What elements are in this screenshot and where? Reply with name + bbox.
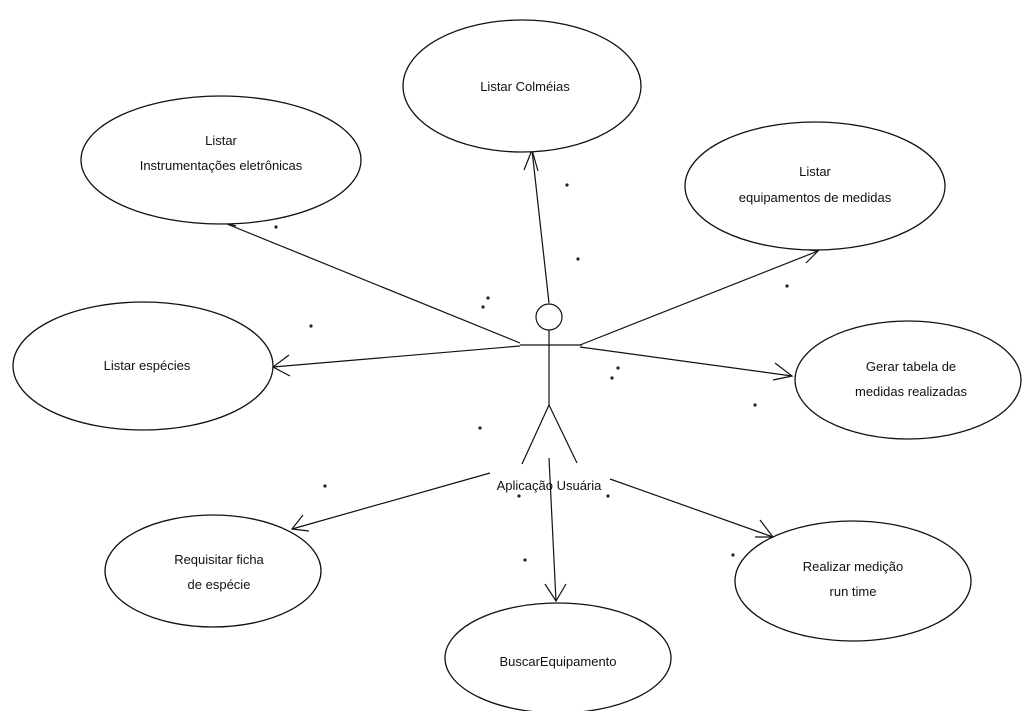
use-case-label-line-2: run time (830, 584, 877, 599)
association-listar-colmeias (523, 148, 550, 304)
use-case-label-line-1: Realizar medição (803, 559, 903, 574)
actor-left-leg (521, 404, 550, 465)
use-case-label-line-1: Gerar tabela de (866, 359, 956, 374)
actor-right-leg (548, 404, 578, 464)
use-case-label: Listar Colméias (480, 79, 570, 94)
use-case-label-line-1: Listar (205, 133, 237, 148)
actor-figure (520, 303, 582, 465)
use-case-label: BuscarEquipamento (499, 654, 616, 669)
association-gerar-tabela (579, 346, 794, 381)
use-case-requisitar-ficha[interactable]: Requisitar ficha de espécie (104, 514, 322, 628)
association-buscar-equipamento (544, 457, 567, 603)
use-case-gerar-tabela[interactable]: Gerar tabela de medidas realizadas (794, 320, 1022, 440)
use-case-realizar-medicao[interactable]: Realizar medição run time (734, 520, 972, 642)
use-case-label-line-2: equipamentos de medidas (739, 190, 892, 205)
use-case-label-line-1: Listar (799, 164, 831, 179)
use-case-buscar-equipamento[interactable]: BuscarEquipamento (444, 602, 672, 711)
use-case-label-line-2: medidas realizadas (855, 384, 968, 399)
use-case-label-line-2: de espécie (188, 577, 251, 592)
use-case-listar-especies[interactable]: Listar espécies (12, 301, 274, 431)
use-case-label-line-2: Instrumentações eletrônicas (140, 158, 303, 173)
use-case-listar-instrumentacoes[interactable]: Listar Instrumentações eletrônicas (80, 95, 362, 225)
use-case-listar-equipamentos[interactable]: Listar equipamentos de medidas (684, 121, 946, 251)
actor-head (535, 303, 563, 331)
association-requisitar-ficha (290, 472, 491, 532)
use-case-label-line-1: Requisitar ficha (174, 552, 264, 567)
actor-label: Aplicação Usuária (497, 478, 603, 493)
association-listar-equipamentos (579, 248, 820, 346)
use-case-label: Listar espécies (104, 358, 191, 373)
association-realizar-medicao (609, 478, 775, 538)
scan-specks (274, 183, 789, 562)
use-case-listar-colmeias[interactable]: Listar Colméias (402, 19, 642, 153)
association-listar-especies (271, 345, 521, 377)
association-listar-instrumentacoes (220, 211, 521, 344)
